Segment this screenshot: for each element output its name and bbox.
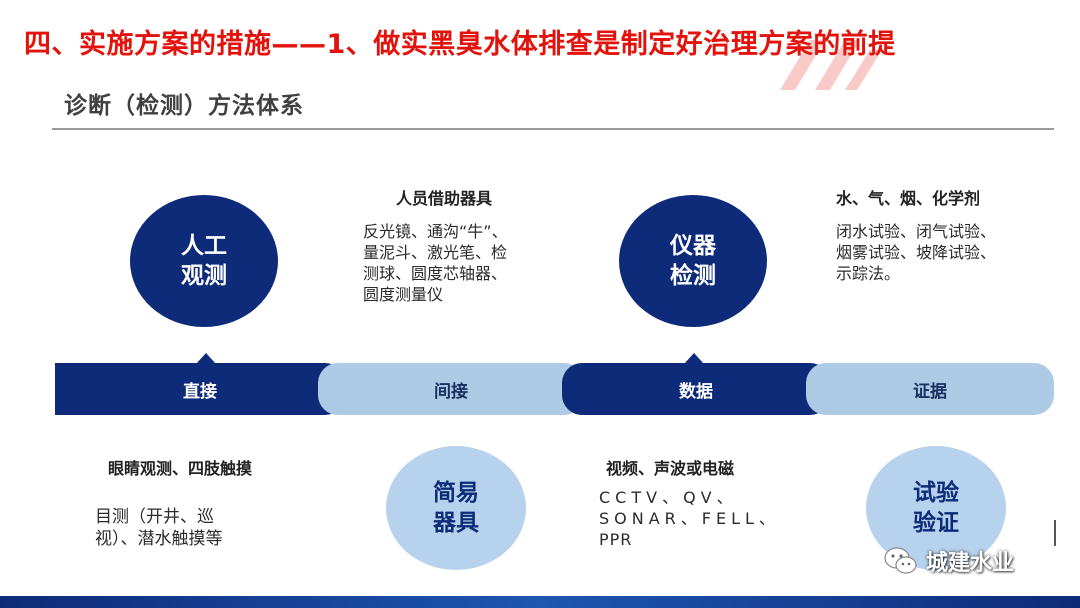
direct-line: 目测（开井、巡 xyxy=(95,507,214,527)
band-evidence: 证据 xyxy=(806,363,1054,415)
test-text: 闭水试验、闭气试验、 烟雾试验、坡降试验、 示踪法。 xyxy=(836,221,996,284)
section-subtitle: 诊断（检测）方法体系 xyxy=(64,93,304,119)
circle-verify-line1: 试验 xyxy=(913,480,959,506)
direct-text: 目测（开井、巡 视）、潜水触摸等 xyxy=(95,506,223,550)
circle-instrument-line1: 仪器 xyxy=(670,233,716,259)
circle-verify-line2: 验证 xyxy=(913,510,959,536)
data-line: PPR xyxy=(599,530,633,549)
assist-line: 量泥斗、激光笔、检 xyxy=(363,243,508,262)
data-heading: 视频、声波或电磁 xyxy=(606,459,735,478)
circle-simple-line1: 简易 xyxy=(433,480,479,506)
band-indirect: 间接 xyxy=(318,363,584,415)
circle-instrument-line2: 检测 xyxy=(670,263,716,289)
wechat-account-name: 城建水业 xyxy=(926,551,1015,576)
pointer-direct xyxy=(196,353,216,364)
circle-simple-line2: 器具 xyxy=(433,510,479,536)
assist-line: 圆度测量仪 xyxy=(363,285,444,304)
circle-instrument-detection: 仪器 检测 xyxy=(619,195,767,327)
circle-manual-line1: 人工 xyxy=(181,233,227,259)
direct-heading: 眼睛观测、四肢触摸 xyxy=(108,459,253,478)
assist-text: 反光镜、通沟“牛”、 量泥斗、激光笔、检 测球、圆度芯轴器、 圆度测量仪 xyxy=(363,221,508,305)
pointer-data xyxy=(684,353,704,364)
wechat-watermark: 城建水业 xyxy=(884,545,1014,577)
edge-marker xyxy=(1054,520,1056,546)
test-line: 闭水试验、闭气试验、 xyxy=(836,222,997,241)
test-line: 示踪法。 xyxy=(836,264,901,283)
data-line: CCTV、QV、 xyxy=(599,488,738,507)
band-direct: 直接 xyxy=(55,363,345,415)
circle-simple-tools: 简易 器具 xyxy=(386,446,526,570)
circle-test-verification: 试验 验证 xyxy=(866,446,1006,570)
wechat-icon xyxy=(884,547,917,574)
slide-title: 四、实施方案的措施——1、做实黑臭水体排查是制定好治理方案的前提 xyxy=(24,29,896,60)
data-line: SONAR、FELL、 xyxy=(599,509,780,528)
band-data: 数据 xyxy=(562,363,830,415)
data-text: CCTV、QV、 SONAR、FELL、 PPR xyxy=(599,487,780,550)
assist-line: 反光镜、通沟“牛”、 xyxy=(363,222,508,241)
circle-manual-line2: 观测 xyxy=(181,263,227,289)
assist-line: 测球、圆度芯轴器、 xyxy=(363,264,508,283)
direct-line: 视）、潜水触摸等 xyxy=(95,529,223,549)
watermark-logo-icon xyxy=(780,40,882,90)
footer-bar xyxy=(0,596,1080,608)
assist-heading: 人员借助器具 xyxy=(396,189,493,208)
test-heading: 水、气、烟、化学剂 xyxy=(836,189,981,208)
circle-manual-observation: 人工 观测 xyxy=(130,195,278,327)
header-divider xyxy=(52,128,1054,130)
test-line: 烟雾试验、坡降试验、 xyxy=(836,243,997,262)
